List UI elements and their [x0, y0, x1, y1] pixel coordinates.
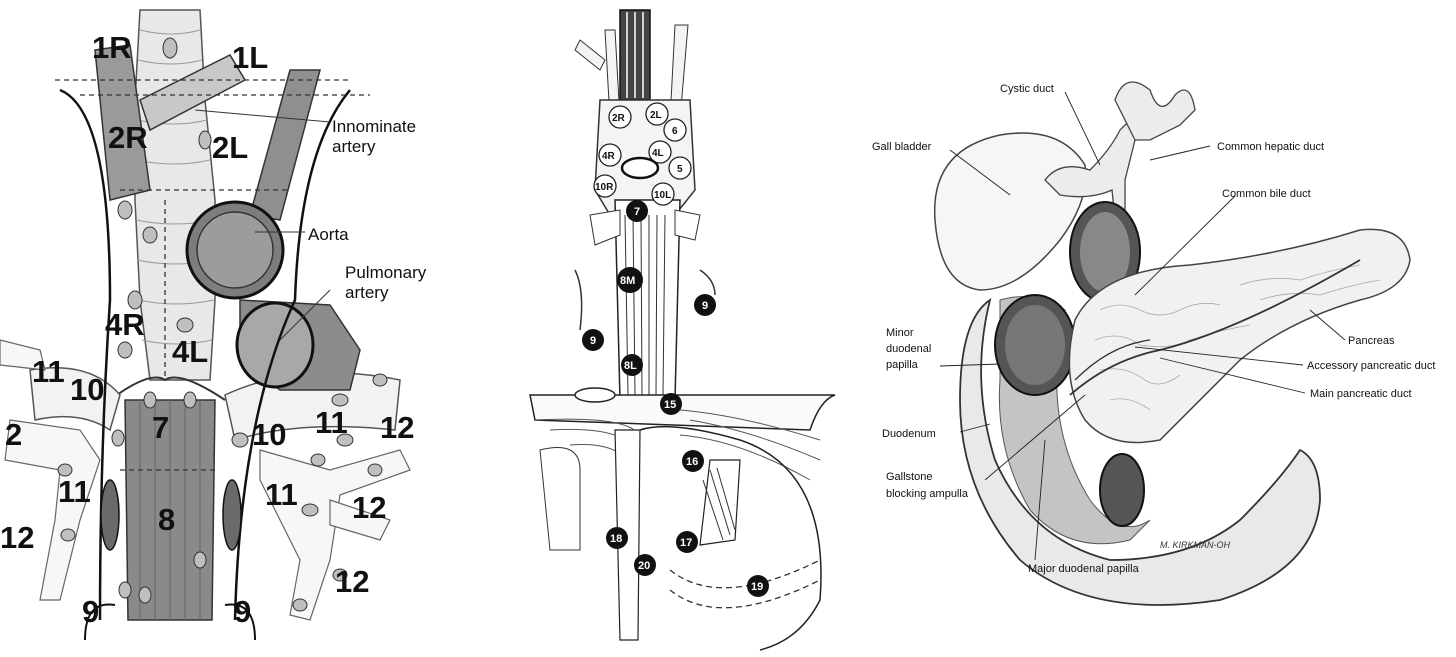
paraesophageal-node-right [101, 480, 119, 550]
gallstone-label-2: blocking ampulla [886, 488, 969, 500]
node-18: 18 [610, 533, 622, 545]
paraesophageal-node-left [223, 480, 241, 550]
station-11-label-d: 11 [265, 477, 298, 512]
lymph-node-station-map: 1R 1L 2R 2L 4R 4L 7 8 9 9 10 10 11 11 11… [0, 0, 470, 657]
node-8m: 8M [620, 275, 635, 287]
station-4l-label: 4L [172, 334, 208, 369]
duodenum-label: Duodenum [882, 428, 936, 440]
station-7-label: 7 [152, 410, 169, 445]
gallstone-label-1: Gallstone [886, 471, 932, 483]
station-10-left-label: 10 [252, 417, 286, 452]
node-16: 16 [686, 456, 698, 468]
accessory-duct-label: Accessory pancreatic duct [1307, 360, 1435, 372]
station-9-left-label: 9 [234, 594, 251, 629]
station-12-label-d: 12 [0, 520, 34, 555]
node-20: 20 [638, 560, 650, 572]
station-2-edge-label: 2 [5, 417, 22, 452]
node-9-left: 9 [590, 335, 596, 347]
station-12-label-a: 12 [380, 410, 414, 445]
common-hepatic-duct-label: Common hepatic duct [1217, 141, 1324, 153]
station-map-svg: 1R 1L 2R 2L 4R 4L 7 8 9 9 10 10 11 11 11… [0, 0, 470, 657]
station-11-label-b: 11 [58, 474, 91, 509]
gall-bladder [935, 133, 1086, 290]
node-10l: 10L [654, 190, 671, 201]
node-2l: 2L [650, 110, 662, 121]
station-2r-label: 2R [108, 120, 148, 155]
station-12-label-c: 12 [335, 564, 369, 599]
common-bile-duct-label: Common bile duct [1222, 188, 1311, 200]
node-4r: 4R [602, 151, 616, 162]
diaphragm [530, 395, 835, 430]
minor-papilla-label-3: papilla [886, 359, 919, 371]
station-10-right-label: 10 [70, 372, 104, 407]
innominate-label-line2: artery [332, 137, 376, 156]
station-8-label: 8 [158, 502, 175, 537]
node-17: 17 [680, 537, 692, 549]
pulmonary-label: Pulmonary [345, 263, 427, 282]
minor-papilla-label-2: duodenal [886, 343, 931, 355]
splenic-artery [670, 560, 820, 588]
node-8l: 8L [624, 360, 637, 372]
aorta-label: Aorta [308, 225, 349, 244]
node-9-right: 9 [702, 300, 708, 312]
duodenum-opening-lower [1100, 454, 1144, 526]
station-12-label-b: 12 [352, 490, 386, 525]
gall-bladder-label: Gall bladder [872, 141, 932, 153]
trachea [135, 10, 215, 380]
esophageal-node-diagram: 2R 2L 4R 4L 6 5 10R 10L 7 8M 9 9 8L 15 1… [520, 0, 850, 657]
minor-papilla-label-1: Minor [886, 327, 914, 339]
station-11-label-c: 11 [315, 405, 348, 440]
pancreas-label: Pancreas [1348, 335, 1395, 347]
cystic-duct-label: Cystic duct [1000, 83, 1054, 95]
station-11-label-a: 11 [32, 354, 65, 389]
node-5: 5 [677, 164, 683, 175]
pancreas-duodenum-illustration: M. KIRKMAN-OH Cystic duct Gall bladder C… [860, 0, 1456, 657]
pulmonary-artery [237, 303, 313, 387]
node-15: 15 [664, 399, 676, 411]
artist-signature: M. KIRKMAN-OH [1160, 540, 1231, 550]
pancreas-svg: M. KIRKMAN-OH Cystic duct Gall bladder C… [860, 0, 1456, 657]
station-2l-label: 2L [212, 130, 248, 165]
node-19: 19 [751, 581, 763, 593]
esophageal-diagram-svg: 2R 2L 4R 4L 6 5 10R 10L 7 8M 9 9 8L 15 1… [520, 0, 850, 657]
major-papilla-label: Major duodenal papilla [1028, 563, 1140, 575]
station-4r-label: 4R [105, 307, 145, 342]
carina [110, 378, 225, 401]
node-2r: 2R [612, 113, 626, 124]
station-1l-label: 1L [232, 40, 268, 75]
station-1r-label: 1R [92, 30, 132, 65]
pulmonary-label-line2: artery [345, 283, 389, 302]
station-9-right-label: 9 [82, 594, 99, 629]
innominate-label: Innominate [332, 117, 416, 136]
node-4l: 4L [652, 148, 664, 159]
node-7: 7 [634, 206, 640, 218]
main-duct-label: Main pancreatic duct [1310, 388, 1412, 400]
node-10r: 10R [595, 182, 614, 193]
node-6: 6 [672, 126, 678, 137]
left-carotid [250, 70, 320, 220]
